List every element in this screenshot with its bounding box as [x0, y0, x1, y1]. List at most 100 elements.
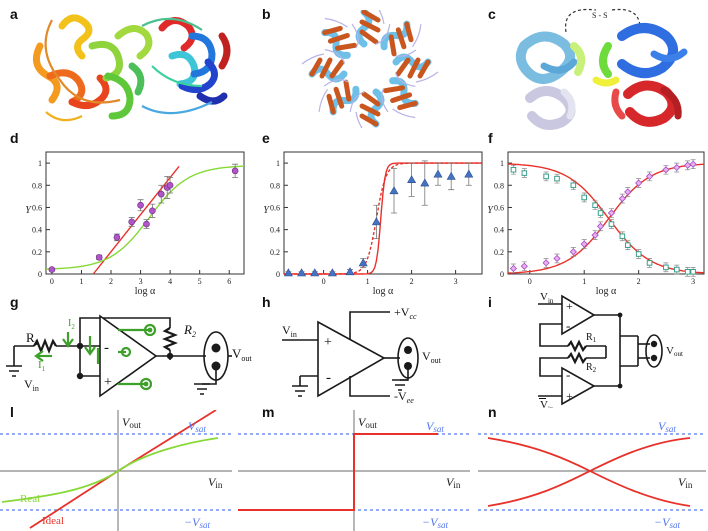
svg-text:Vout: Vout	[358, 415, 377, 430]
loop-segment	[355, 87, 389, 128]
y-axis-label: Y	[263, 205, 270, 216]
loop-segment	[324, 17, 348, 64]
data-point	[283, 268, 293, 277]
data-point	[358, 258, 368, 267]
data-point	[521, 170, 528, 176]
transfer-plot-n: Vin Vsat −Vsat	[478, 419, 706, 530]
r2-sub: 2	[192, 330, 196, 339]
y-tick-label: 0.4	[270, 226, 280, 235]
vee-label: -V	[394, 389, 407, 403]
data-point	[570, 182, 577, 189]
svg-text:Vin: Vin	[678, 475, 693, 490]
vout-label: V	[232, 346, 242, 361]
helix-segment	[388, 21, 414, 57]
panel-label-e: e	[262, 130, 270, 146]
data-point	[619, 233, 626, 240]
panel-label-l: l	[10, 404, 14, 420]
svg-text:Vout: Vout	[666, 345, 683, 358]
r2-label: R	[586, 362, 593, 373]
x-tick-label: 3	[454, 277, 458, 286]
panel-label-c: c	[488, 6, 496, 22]
r1-label: R	[26, 330, 35, 345]
x-tick-label: 0	[528, 277, 532, 286]
y-tick-label: 1	[500, 159, 504, 168]
x-axis-label: log α	[373, 286, 394, 297]
svg-text:-Vee: -Vee	[394, 389, 414, 405]
y-tick-label: 0.2	[270, 248, 280, 257]
plot-frame	[45, 151, 245, 275]
opamp-minus-bottom: -	[566, 367, 570, 382]
fit-curve	[507, 163, 705, 274]
svg-text:Vin: Vin	[540, 399, 554, 408]
data-point	[684, 268, 691, 275]
vcc-sub: cc	[409, 312, 417, 321]
data-point	[310, 268, 320, 277]
panel-label-n: n	[488, 404, 497, 420]
y-tick-label: 0.6	[32, 203, 42, 212]
data-point	[673, 163, 681, 172]
data-point	[149, 207, 156, 215]
i2-sub: 2	[71, 323, 75, 331]
disulfide-label: S - S	[592, 11, 608, 20]
x-axis-label: log α	[135, 286, 156, 297]
y-tick-label: 0.2	[494, 248, 504, 257]
svg-text:I1: I1	[38, 359, 46, 373]
vin-sub: in	[548, 297, 554, 305]
vout-sub: out	[241, 354, 252, 363]
panel-label-d: d	[10, 130, 19, 146]
helix-segment	[359, 10, 381, 45]
x-tick-label: 2	[637, 277, 641, 286]
circuit-i: + - - + Vin Vin R1 R2 Vout	[538, 291, 683, 408]
data-point	[689, 160, 697, 168]
vsat-sub: sat	[665, 424, 676, 434]
panel-label-m: m	[262, 404, 275, 420]
svg-text:R1: R1	[26, 330, 39, 347]
svg-text:Vsat: Vsat	[658, 419, 676, 434]
panel-label-h: h	[262, 294, 271, 310]
x-tick-label: 0	[50, 277, 54, 286]
transfer-plot-l: Vout Vin Vsat −Vsat Real Ideal	[0, 410, 232, 531]
x-tick-label: 3	[139, 277, 143, 286]
data-point	[646, 260, 653, 266]
neg-vsat-sub: sat	[199, 520, 210, 530]
circuit-g: R1 R2 I1 I2 Vin Vout - +	[6, 314, 252, 398]
y-tick-label: 0.4	[32, 226, 42, 235]
helix-segment	[395, 57, 431, 79]
y-tick-label: 0.4	[494, 226, 504, 235]
vsat-label: V	[426, 419, 435, 433]
r2-label: R	[183, 322, 192, 337]
loop-segment	[351, 10, 385, 49]
data-point	[597, 210, 604, 216]
vin-label: V	[446, 475, 455, 489]
neg-vsat-sub: sat	[437, 520, 448, 530]
vin-sub: in	[33, 384, 39, 393]
svg-text:−Vsat: −Vsat	[422, 515, 448, 530]
data-point	[420, 178, 430, 187]
data-point	[327, 268, 337, 277]
data-point	[554, 175, 560, 182]
loop-segment	[392, 72, 416, 119]
y-tick-label: 0	[38, 270, 42, 279]
r1-sub: 1	[593, 336, 597, 344]
vsat-label: V	[658, 419, 667, 433]
svg-text:Vin: Vin	[282, 323, 297, 339]
data-point	[542, 259, 550, 267]
data-point	[662, 166, 670, 174]
y-axis-label: Y	[487, 205, 494, 216]
data-point	[231, 167, 239, 175]
data-point	[624, 242, 631, 248]
ring-subunit	[321, 17, 357, 64]
x-tick-label: 1	[79, 277, 83, 286]
vinbar-label: V	[540, 399, 548, 408]
loop-segment	[318, 88, 365, 112]
panel-label-f: f	[488, 130, 493, 146]
svg-text:Vout: Vout	[232, 346, 252, 363]
y-tick-label: 0	[276, 270, 280, 279]
data-point	[569, 248, 577, 256]
data-point	[592, 202, 598, 209]
opamp-plus: +	[104, 375, 112, 390]
data-point	[690, 268, 696, 275]
protein-structure-a	[32, 14, 231, 122]
y-tick-label: 0.8	[32, 181, 42, 190]
